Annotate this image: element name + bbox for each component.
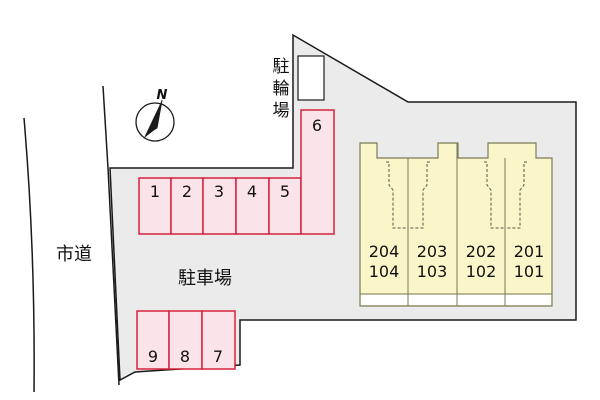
parking-space-3 [202,177,237,235]
building-outline [359,142,553,307]
parking-space-9 [136,310,170,370]
parking-space-8 [168,310,203,370]
parking-number-1: 1 [150,182,160,201]
parking-space-7 [201,310,236,370]
unit-number-upper-2: 203 [417,242,448,261]
parking-number-7: 7 [213,347,223,366]
unit-number-upper-4: 201 [514,242,545,261]
bicycle-parking-label-2: 輪 [273,79,290,99]
road-label: 市道 [56,244,92,265]
parking-number-3: 3 [214,182,224,201]
apartment-building [359,142,553,307]
parking-number-5: 5 [280,182,290,201]
bicycle-parking-area [297,55,325,101]
unit-number-lower-1: 104 [369,262,400,281]
bicycle-parking-label-1: 駐 [273,57,290,77]
north-arrow-icon [135,99,175,142]
parking-row-bottom [136,310,236,370]
unit-number-lower-3: 102 [466,262,497,281]
unit-number-lower-2: 103 [417,262,448,281]
road-edge-right [102,85,120,386]
parking-number-8: 8 [180,347,190,366]
parking-number-4: 4 [247,182,257,201]
parking-row-top [138,109,335,235]
parking-number-9: 9 [148,347,158,366]
parking-space-5 [268,177,302,235]
unit-number-lower-4: 101 [514,262,545,281]
bicycle-parking-label-3: 場 [273,101,290,121]
unit-number-upper-1: 204 [369,242,400,261]
road-edge-left [23,117,35,393]
parking-space-6 [300,109,335,235]
unit-number-upper-3: 202 [466,242,497,261]
north-label: N [157,88,168,103]
parking-space-2 [170,177,204,235]
parking-area-label: 駐車場 [178,268,232,289]
parking-number-6: 6 [312,116,322,135]
parking-number-2: 2 [182,182,192,201]
